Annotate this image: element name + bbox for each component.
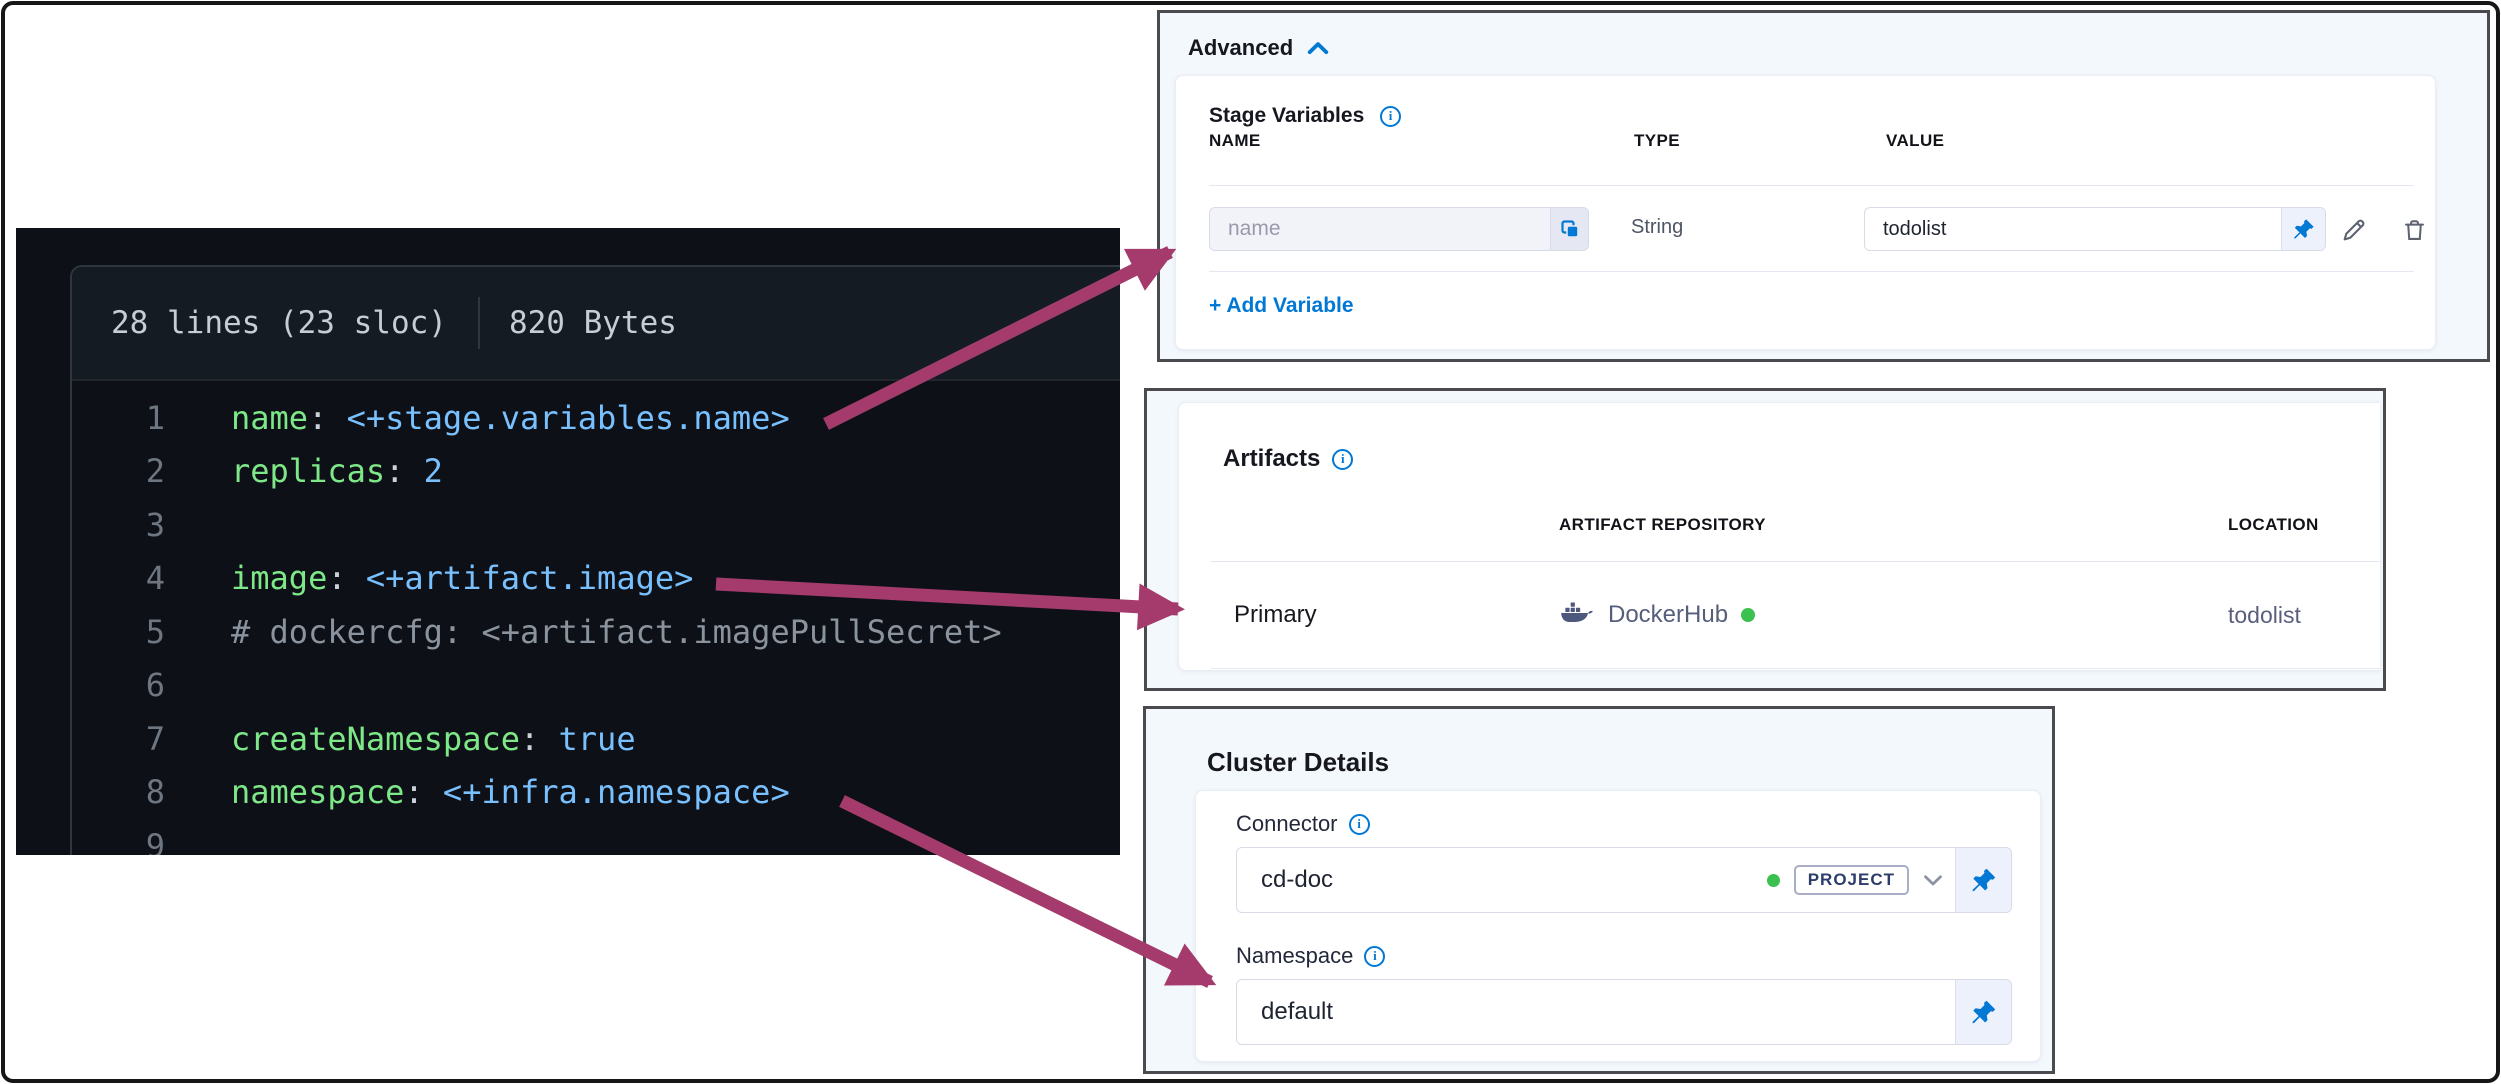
code-line: 7 createNamespace: true [72,712,1120,766]
line-number: 5 [145,612,165,651]
line-number: 1 [145,398,165,437]
chevron-up-icon[interactable] [1307,35,1329,61]
code-text: namespace: <+infra.namespace> [231,773,790,812]
chevron-down-icon[interactable] [1923,874,1943,887]
edit-pencil-icon[interactable] [2334,210,2374,250]
cluster-details-title: Cluster Details [1207,747,1390,777]
code-text: # dockercfg: <+artifact.imagePullSecret> [231,612,1002,651]
info-icon[interactable]: i [1364,945,1386,967]
code-text: image: <+artifact.image> [231,559,694,598]
artifact-repository-name: DockerHub [1608,601,1729,628]
code-line: 4 image: <+artifact.image> [72,552,1120,606]
stage-variables-card: Stage Variables i NAME TYPE VALUE String [1175,75,2436,350]
advanced-title: Advanced [1188,35,1294,60]
row-divider [1211,668,2381,669]
line-number: 4 [145,559,165,598]
code-area: 1 name: <+stage.variables.name> 2 replicas… [72,381,1120,855]
code-line: 1 name: <+stage.variables.name> [72,391,1120,445]
line-number: 8 [145,773,165,812]
advanced-panel: Advanced Stage Variables i NAME TYPE VAL… [1157,10,2490,362]
column-header-value: VALUE [1886,131,1945,150]
code-line: 8 namespace: <+infra.namespace> [72,766,1120,820]
variable-name-input-group [1209,207,1589,251]
header-divider [477,297,480,349]
info-icon[interactable]: i [1348,813,1370,835]
stage-variables-heading: Stage Variables i [1209,104,1402,128]
variable-value-input[interactable] [1865,208,2281,250]
info-icon[interactable]: i [1332,448,1354,470]
docker-whale-icon [1559,599,1595,632]
pin-icon[interactable] [2281,208,2325,250]
variable-type-text: String [1631,216,1684,238]
connector-input-group: PROJECT [1236,847,2012,913]
connector-label-row: Connector i [1236,811,1370,837]
code-line: 3 [72,498,1120,552]
info-icon[interactable]: i [1380,105,1402,127]
namespace-input[interactable] [1237,980,1955,1044]
green-status-dot [1741,608,1756,622]
scope-badge: PROJECT [1793,865,1909,895]
code-text: createNamespace: true [231,719,636,758]
code-line: 2 replicas: 2 [72,445,1120,499]
line-number: 3 [145,505,165,544]
code-line: 9 [72,819,1120,855]
trash-icon[interactable] [2394,210,2434,250]
line-number: 9 [145,826,165,855]
column-header-artifact-repository: ARTIFACT REPOSITORY [1559,515,1766,534]
connector-label: Connector [1236,811,1338,836]
code-file-header: 28 lines (23 sloc) 820 Bytes [72,267,1120,381]
line-number: 6 [145,666,165,705]
column-header-name: NAME [1209,131,1261,150]
code-line: 5 # dockercfg: <+artifact.imagePullSecret… [72,605,1120,659]
cluster-details-panel: Cluster Details Connector i PROJECT [1143,706,2055,1074]
code-lines-info: 28 lines (23 sloc) [111,305,447,341]
artifacts-heading: Artifacts i [1223,445,1354,473]
pin-icon[interactable] [1955,848,2011,912]
artifacts-card: Artifacts i ARTIFACT REPOSITORY LOCATION… [1178,402,2381,671]
namespace-label-row: Namespace i [1236,943,1386,969]
variable-name-input[interactable] [1210,208,1550,250]
row-divider [1209,185,2414,186]
advanced-section-toggle[interactable]: Advanced [1188,35,1329,61]
add-variable-button[interactable]: + Add Variable [1209,294,1354,317]
cluster-details-card: Connector i PROJECT Namespace i [1195,790,2041,1062]
code-text: replicas: 2 [231,452,443,491]
green-status-dot [1766,873,1780,887]
connector-extras: PROJECT [1766,848,1955,912]
column-header-type: TYPE [1634,131,1681,150]
artifact-table-row[interactable]: Primary DockerHub todolist [1179,562,2381,668]
artifacts-panel: Artifacts i ARTIFACT REPOSITORY LOCATION… [1144,388,2386,691]
code-line: 6 [72,659,1120,713]
code-file-box: 28 lines (23 sloc) 820 Bytes 1 name: <+st… [70,265,1120,855]
line-number: 2 [145,452,165,491]
artifact-label: Primary [1234,601,1317,628]
artifact-location: todolist [2228,601,2301,628]
namespace-label: Namespace [1236,943,1354,968]
code-size-info: 820 Bytes [508,305,677,341]
code-viewer: 28 lines (23 sloc) 820 Bytes 1 name: <+st… [16,228,1120,855]
line-number: 7 [145,719,165,758]
artifacts-title: Artifacts [1223,445,1321,472]
pin-icon[interactable] [1955,980,2011,1044]
artifact-repository-cell: DockerHub [1559,599,1756,632]
column-header-location: LOCATION [2228,515,2319,534]
copy-icon[interactable] [1550,208,1588,250]
row-divider [1209,271,2414,272]
namespace-input-group [1236,979,2012,1045]
stage-variables-label: Stage Variables [1209,104,1365,127]
row-divider [1211,561,2381,562]
variable-value-input-group [1864,207,2326,251]
connector-input[interactable] [1237,848,1767,912]
code-text: name: <+stage.variables.name> [231,398,790,437]
